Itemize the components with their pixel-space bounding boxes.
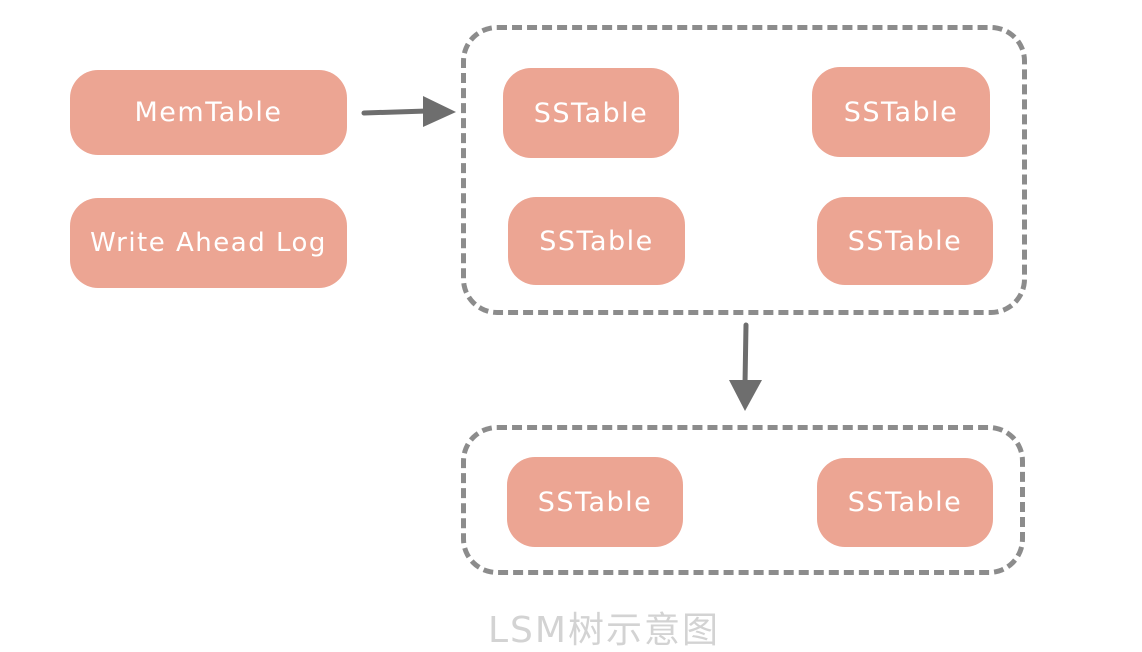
write-ahead-log-node: Write Ahead Log: [70, 198, 347, 288]
compaction-down-arrow-icon: [729, 322, 762, 411]
sstable-node-level0-3: SSTable: [508, 197, 685, 285]
sstable-node-level0-1: SSTable: [503, 68, 679, 158]
memtable-node: MemTable: [70, 70, 347, 155]
sstable-node-level0-2: SSTable: [812, 67, 990, 157]
sstable-node-level0-4: SSTable: [817, 197, 993, 285]
flush-right-arrow-icon: [361, 96, 456, 127]
level1-sstable-container: [461, 425, 1025, 575]
sstable-node-level1-1: SSTable: [507, 457, 683, 547]
level0-sstable-container: [461, 25, 1027, 315]
sstable-node-level1-2: SSTable: [817, 458, 993, 547]
diagram-caption: LSM树示意图: [488, 610, 720, 651]
